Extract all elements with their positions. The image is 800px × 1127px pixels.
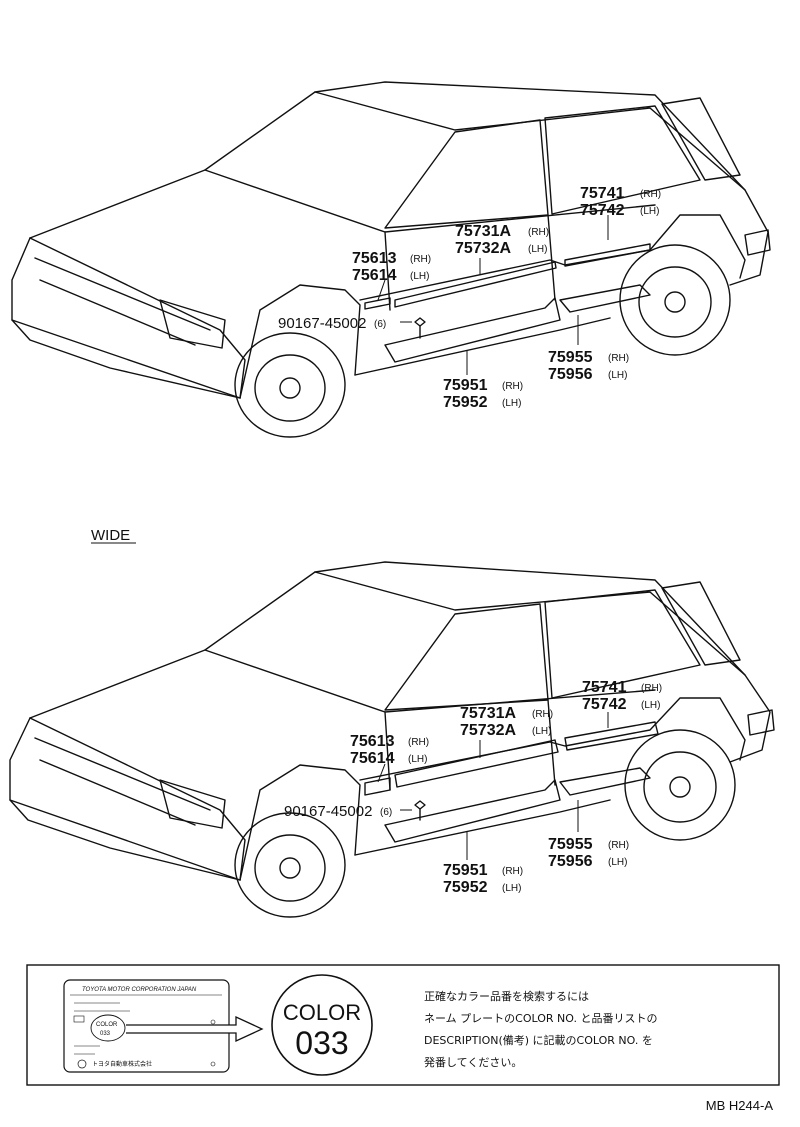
- svg-text:(RH): (RH): [528, 227, 549, 238]
- bottom-callout-90167-45002: 90167-45002 (6): [284, 803, 392, 820]
- svg-text:75731A: 75731A: [460, 705, 516, 722]
- svg-text:75742: 75742: [582, 696, 627, 713]
- svg-text:(RH): (RH): [640, 189, 661, 200]
- svg-text:75952: 75952: [443, 879, 488, 896]
- svg-text:(LH): (LH): [502, 883, 521, 894]
- svg-text:(LH): (LH): [608, 370, 627, 381]
- svg-text:(6): (6): [380, 807, 392, 818]
- top-leader-lines: [377, 215, 609, 375]
- top-callout-90167-45002: 90167-45002 (6): [278, 315, 386, 332]
- svg-text:75613: 75613: [352, 250, 397, 267]
- top-callout-75741: 75741 (RH): [580, 185, 661, 202]
- bottom-callout-75955: 75955 (RH): [548, 836, 629, 853]
- svg-text:033: 033: [295, 1025, 348, 1061]
- svg-text:(LH): (LH): [528, 244, 547, 255]
- svg-text:(RH): (RH): [532, 709, 553, 720]
- svg-text:正確なカラー品番を検索するには: 正確なカラー品番を検索するには: [424, 989, 589, 1003]
- svg-text:(RH): (RH): [608, 840, 629, 851]
- svg-text:75951: 75951: [443, 377, 488, 394]
- svg-text:(LH): (LH): [408, 754, 427, 765]
- svg-text:ネーム プレートのCOLOR NO. と品番リストの: ネーム プレートのCOLOR NO. と品番リストの: [424, 1012, 657, 1025]
- bottom-callout-75956: 75956 (LH): [548, 853, 627, 870]
- svg-text:(RH): (RH): [608, 353, 629, 364]
- top-car-drawing: [11, 81, 771, 438]
- svg-text:(LH): (LH): [502, 398, 521, 409]
- svg-text:75741: 75741: [582, 679, 627, 696]
- svg-text:(RH): (RH): [641, 683, 662, 694]
- svg-text:75731A: 75731A: [455, 223, 511, 240]
- top-callout-75742: 75742 (LH): [580, 202, 659, 219]
- svg-text:(LH): (LH): [608, 857, 627, 868]
- top-callout-75952: 75952 (LH): [443, 394, 521, 411]
- svg-text:(LH): (LH): [640, 206, 659, 217]
- section-label-wide: WIDE: [91, 527, 130, 544]
- color-code-circle: COLOR 033: [271, 974, 373, 1076]
- svg-text:(RH): (RH): [502, 381, 523, 392]
- svg-text:90167-45002: 90167-45002: [278, 315, 366, 332]
- bottom-car-drawing: [9, 561, 775, 918]
- top-callout-75613: 75613 (RH): [352, 250, 431, 267]
- diagram-code: MB H244-A: [706, 1098, 774, 1113]
- arrow-right-icon: [126, 1015, 264, 1043]
- color-info-box: TOYOTA MOTOR CORPORATION JAPAN COLOR 033…: [26, 964, 780, 1086]
- svg-text:(6): (6): [374, 319, 386, 330]
- svg-text:90167-45002: 90167-45002: [284, 803, 372, 820]
- top-callout-75951: 75951 (RH): [443, 377, 523, 394]
- svg-text:(LH): (LH): [410, 271, 429, 282]
- bottom-callout-75732a: 75732A (LH): [460, 722, 551, 739]
- svg-text:75732A: 75732A: [460, 722, 516, 739]
- bottom-callout-75951: 75951 (RH): [443, 862, 523, 879]
- top-callout-75955: 75955 (RH): [548, 349, 629, 366]
- svg-text:TOYOTA MOTOR CORPORATION JAPAN: TOYOTA MOTOR CORPORATION JAPAN: [82, 987, 197, 993]
- svg-text:トヨタ自動車株式会社: トヨタ自動車株式会社: [92, 1060, 152, 1068]
- svg-text:75956: 75956: [548, 366, 593, 383]
- svg-text:033: 033: [100, 1031, 111, 1037]
- bottom-callout-75741: 75741 (RH): [582, 679, 662, 696]
- bottom-leader-lines: [377, 712, 609, 860]
- color-instructions: 正確なカラー品番を検索するには ネーム プレートのCOLOR NO. と品番リス…: [424, 989, 657, 1069]
- top-callout-75956: 75956 (LH): [548, 366, 627, 383]
- svg-text:COLOR: COLOR: [283, 1000, 361, 1025]
- top-callout-75614: 75614 (LH): [352, 267, 429, 284]
- svg-text:(RH): (RH): [502, 866, 523, 877]
- top-callout-75731a: 75731A (RH): [455, 223, 549, 240]
- bottom-callout-75952: 75952 (LH): [443, 879, 521, 896]
- svg-text:75614: 75614: [352, 267, 397, 284]
- svg-text:DESCRIPTION(備考) に記載のCOLOR NO.: DESCRIPTION(備考) に記載のCOLOR NO. を: [424, 1033, 653, 1047]
- svg-text:75741: 75741: [580, 185, 625, 202]
- bottom-callout-75614: 75614 (LH): [350, 750, 427, 767]
- top-callout-75732a: 75732A (LH): [455, 240, 547, 257]
- bottom-callout-75731a: 75731A (RH): [460, 705, 553, 722]
- svg-text:(LH): (LH): [641, 700, 660, 711]
- svg-text:75742: 75742: [580, 202, 625, 219]
- svg-text:75951: 75951: [443, 862, 488, 879]
- svg-text:75955: 75955: [548, 349, 593, 366]
- svg-text:75613: 75613: [350, 733, 395, 750]
- svg-text:75614: 75614: [350, 750, 395, 767]
- svg-text:75732A: 75732A: [455, 240, 511, 257]
- svg-text:(RH): (RH): [408, 737, 429, 748]
- svg-text:75952: 75952: [443, 394, 488, 411]
- svg-text:75955: 75955: [548, 836, 593, 853]
- bottom-callout-75742: 75742 (LH): [582, 696, 660, 713]
- svg-text:COLOR: COLOR: [96, 1022, 118, 1028]
- svg-text:(LH): (LH): [532, 726, 551, 737]
- svg-text:75956: 75956: [548, 853, 593, 870]
- bottom-callout-75613: 75613 (RH): [350, 733, 429, 750]
- svg-text:(RH): (RH): [410, 254, 431, 265]
- svg-text:発番してください。: 発番してください。: [424, 1055, 522, 1069]
